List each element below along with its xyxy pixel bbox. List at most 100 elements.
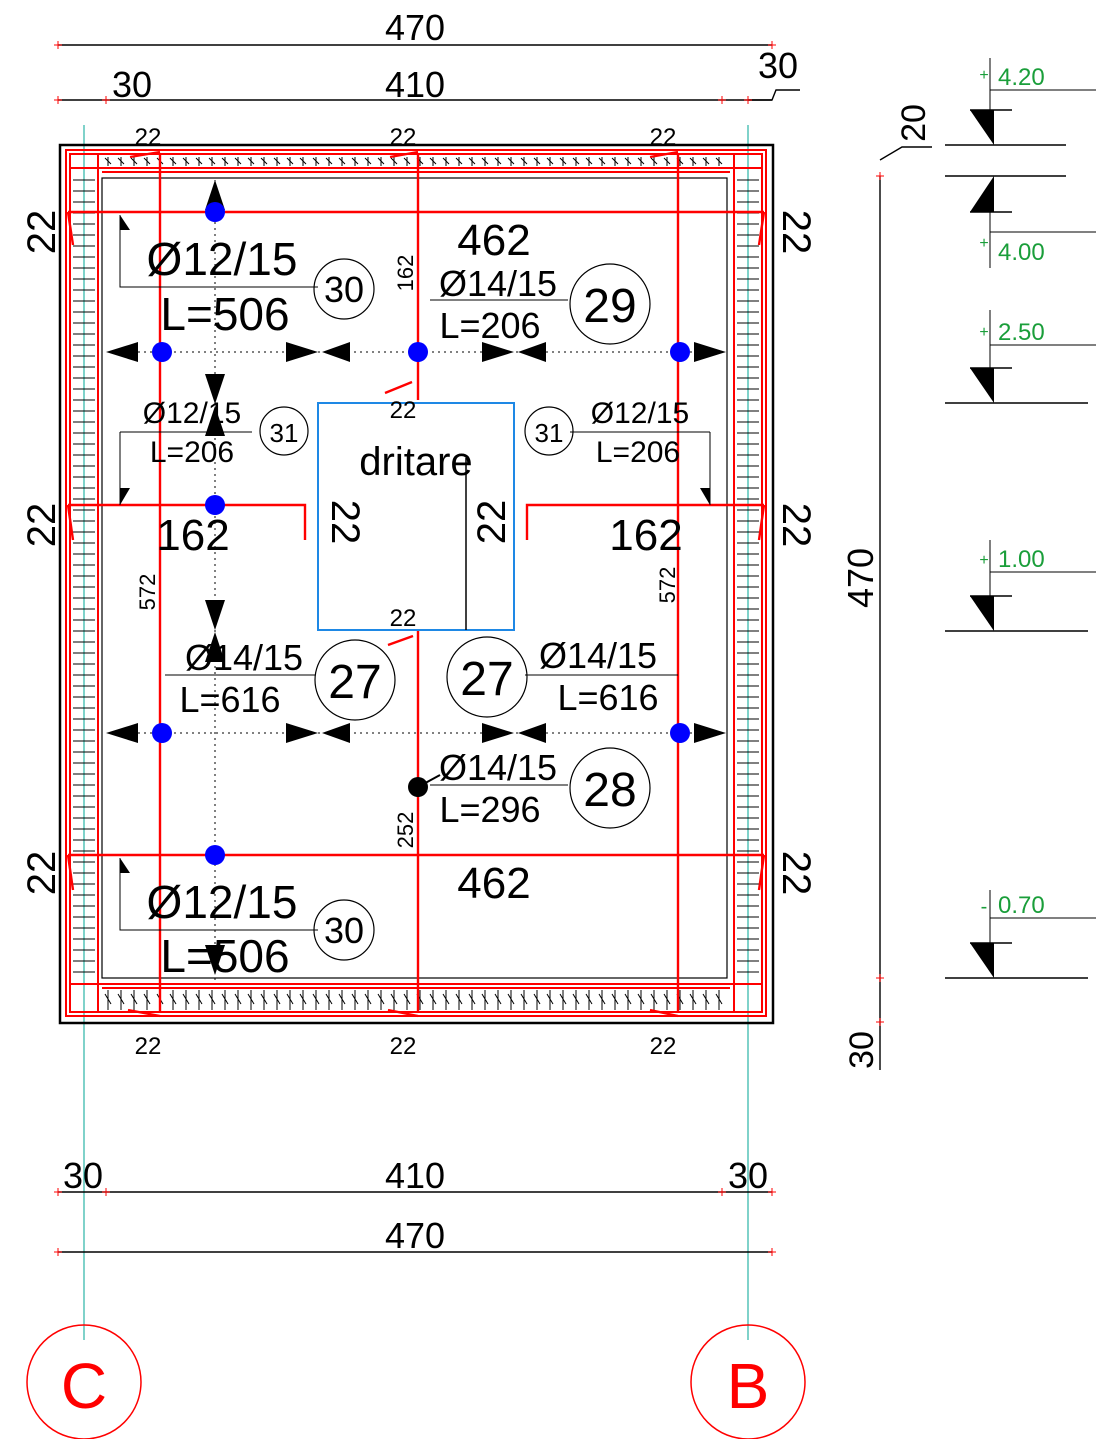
dim-right-bottom: 30 bbox=[843, 1031, 881, 1069]
right-dimension bbox=[879, 146, 932, 1070]
svg-text:L=206: L=206 bbox=[150, 436, 234, 469]
svg-text:22: 22 bbox=[470, 500, 514, 545]
svg-text:162: 162 bbox=[156, 511, 229, 560]
svg-text:Ø12/15: Ø12/15 bbox=[591, 397, 689, 430]
svg-text:22: 22 bbox=[323, 500, 367, 545]
dim-top-left: 30 bbox=[112, 64, 152, 105]
grid-axes bbox=[83, 125, 749, 1340]
svg-text:0.70: 0.70 bbox=[998, 892, 1045, 919]
dim-right-height: 470 bbox=[840, 548, 881, 608]
svg-text:C: C bbox=[61, 1350, 107, 1422]
bar-extent-arrows bbox=[106, 180, 726, 975]
svg-text:Ø14/15: Ø14/15 bbox=[539, 635, 657, 676]
dim-top-total: 470 bbox=[385, 7, 445, 48]
bar-callout-31-right: Ø12/15 L=206 31 bbox=[535, 397, 690, 469]
dim-bottom-total: 470 bbox=[385, 1215, 445, 1256]
svg-text:+: + bbox=[979, 235, 988, 252]
length-labels: 462 462 162 162 162 572 572 252 bbox=[135, 216, 683, 908]
anchor-leader bbox=[417, 774, 441, 788]
svg-text:L=296: L=296 bbox=[439, 789, 540, 830]
svg-text:22: 22 bbox=[135, 1033, 162, 1060]
svg-text:Ø12/15: Ø12/15 bbox=[143, 397, 241, 430]
svg-text:28: 28 bbox=[583, 764, 636, 817]
dim-top-mid: 410 bbox=[385, 64, 445, 105]
svg-text:22: 22 bbox=[650, 124, 677, 151]
svg-text:22: 22 bbox=[774, 210, 818, 255]
svg-text:29: 29 bbox=[583, 280, 636, 333]
svg-text:+: + bbox=[979, 552, 988, 569]
svg-text:22: 22 bbox=[390, 1033, 417, 1060]
bottom-dimensions bbox=[58, 1191, 772, 1253]
svg-text:4.20: 4.20 bbox=[998, 64, 1045, 91]
rebar-lines bbox=[66, 150, 766, 1018]
opening-label: dritare bbox=[359, 440, 472, 484]
svg-text:30: 30 bbox=[324, 269, 364, 310]
bar-callout-30-bottom: Ø12/15 L=506 30 bbox=[147, 876, 364, 982]
svg-text:22: 22 bbox=[20, 503, 64, 548]
svg-text:Ø12/15: Ø12/15 bbox=[147, 233, 298, 285]
edge-labels: 22 22 22 22 22 22 22 22 22 22 22 22 22 2… bbox=[20, 124, 818, 1060]
top-dimensions bbox=[58, 44, 800, 101]
svg-text:22: 22 bbox=[390, 124, 417, 151]
svg-text:30: 30 bbox=[324, 910, 364, 951]
bottom-dimension-ticks bbox=[54, 1188, 776, 1256]
dim-leader-top-right bbox=[748, 89, 800, 101]
svg-text:-: - bbox=[981, 896, 988, 918]
bar-marks bbox=[259, 258, 651, 961]
bar-annotation-hooks bbox=[120, 215, 710, 873]
bar-callout-30-top: Ø12/15 L=506 30 bbox=[147, 233, 364, 340]
svg-text:572: 572 bbox=[655, 567, 680, 604]
svg-text:4.00: 4.00 bbox=[998, 239, 1045, 266]
dim-bottom-mid: 410 bbox=[385, 1155, 445, 1196]
level-marker-100: + 1.00 bbox=[945, 540, 1096, 632]
svg-text:+: + bbox=[979, 324, 988, 341]
beam-hatching bbox=[73, 157, 759, 1010]
bar-annotation-frames bbox=[119, 215, 711, 931]
bar-callout-27-left: Ø14/15 L=616 27 bbox=[179, 637, 381, 720]
svg-text:Ø12/15: Ø12/15 bbox=[147, 876, 298, 928]
axis-bubble-b: B bbox=[690, 1324, 806, 1439]
svg-text:Ø14/15: Ø14/15 bbox=[185, 637, 303, 678]
svg-text:L=206: L=206 bbox=[596, 436, 680, 469]
svg-text:L=616: L=616 bbox=[557, 677, 658, 718]
svg-text:31: 31 bbox=[535, 418, 564, 448]
level-markers: + 4.20 + 4.00 + 2.50 bbox=[945, 58, 1096, 979]
svg-text:27: 27 bbox=[460, 653, 513, 706]
bar-callout-28: Ø14/15 L=296 28 bbox=[439, 747, 637, 830]
svg-text:22: 22 bbox=[650, 1033, 677, 1060]
dim-bottom-right: 30 bbox=[728, 1155, 768, 1196]
svg-text:2.50: 2.50 bbox=[998, 319, 1045, 346]
level-marker-070: - 0.70 bbox=[945, 890, 1096, 979]
bar-callout-27-right: Ø14/15 L=616 27 bbox=[460, 635, 658, 718]
svg-text:162: 162 bbox=[609, 511, 682, 560]
svg-text:+: + bbox=[979, 67, 988, 84]
svg-text:L=616: L=616 bbox=[179, 679, 280, 720]
svg-text:Ø14/15: Ø14/15 bbox=[439, 747, 557, 788]
svg-text:22: 22 bbox=[20, 851, 64, 896]
right-dimension-ticks bbox=[876, 172, 884, 1026]
svg-text:22: 22 bbox=[774, 503, 818, 548]
svg-text:B: B bbox=[727, 1350, 770, 1422]
svg-text:22: 22 bbox=[390, 397, 417, 424]
top-dimension-ticks bbox=[54, 41, 776, 104]
axis-bubble-c: C bbox=[26, 1324, 142, 1439]
svg-text:22: 22 bbox=[20, 210, 64, 255]
svg-text:252: 252 bbox=[393, 812, 418, 849]
window-opening bbox=[317, 402, 515, 631]
svg-text:22: 22 bbox=[135, 124, 162, 151]
svg-text:L=206: L=206 bbox=[439, 305, 540, 346]
svg-text:162: 162 bbox=[393, 255, 418, 292]
dim-top-right: 30 bbox=[758, 45, 798, 86]
svg-text:462: 462 bbox=[457, 216, 530, 265]
bar-callout-31-left: Ø12/15 L=206 31 bbox=[143, 397, 299, 469]
svg-text:1.00: 1.00 bbox=[998, 546, 1045, 573]
svg-text:462: 462 bbox=[457, 859, 530, 908]
svg-text:L=506: L=506 bbox=[160, 288, 289, 340]
svg-text:L=506: L=506 bbox=[160, 930, 289, 982]
svg-text:31: 31 bbox=[270, 418, 299, 448]
slab-outline bbox=[58, 143, 775, 1025]
support-dots bbox=[152, 202, 690, 865]
level-marker-250: + 2.50 bbox=[945, 310, 1096, 404]
level-marker-400: + 4.00 bbox=[945, 175, 1096, 268]
